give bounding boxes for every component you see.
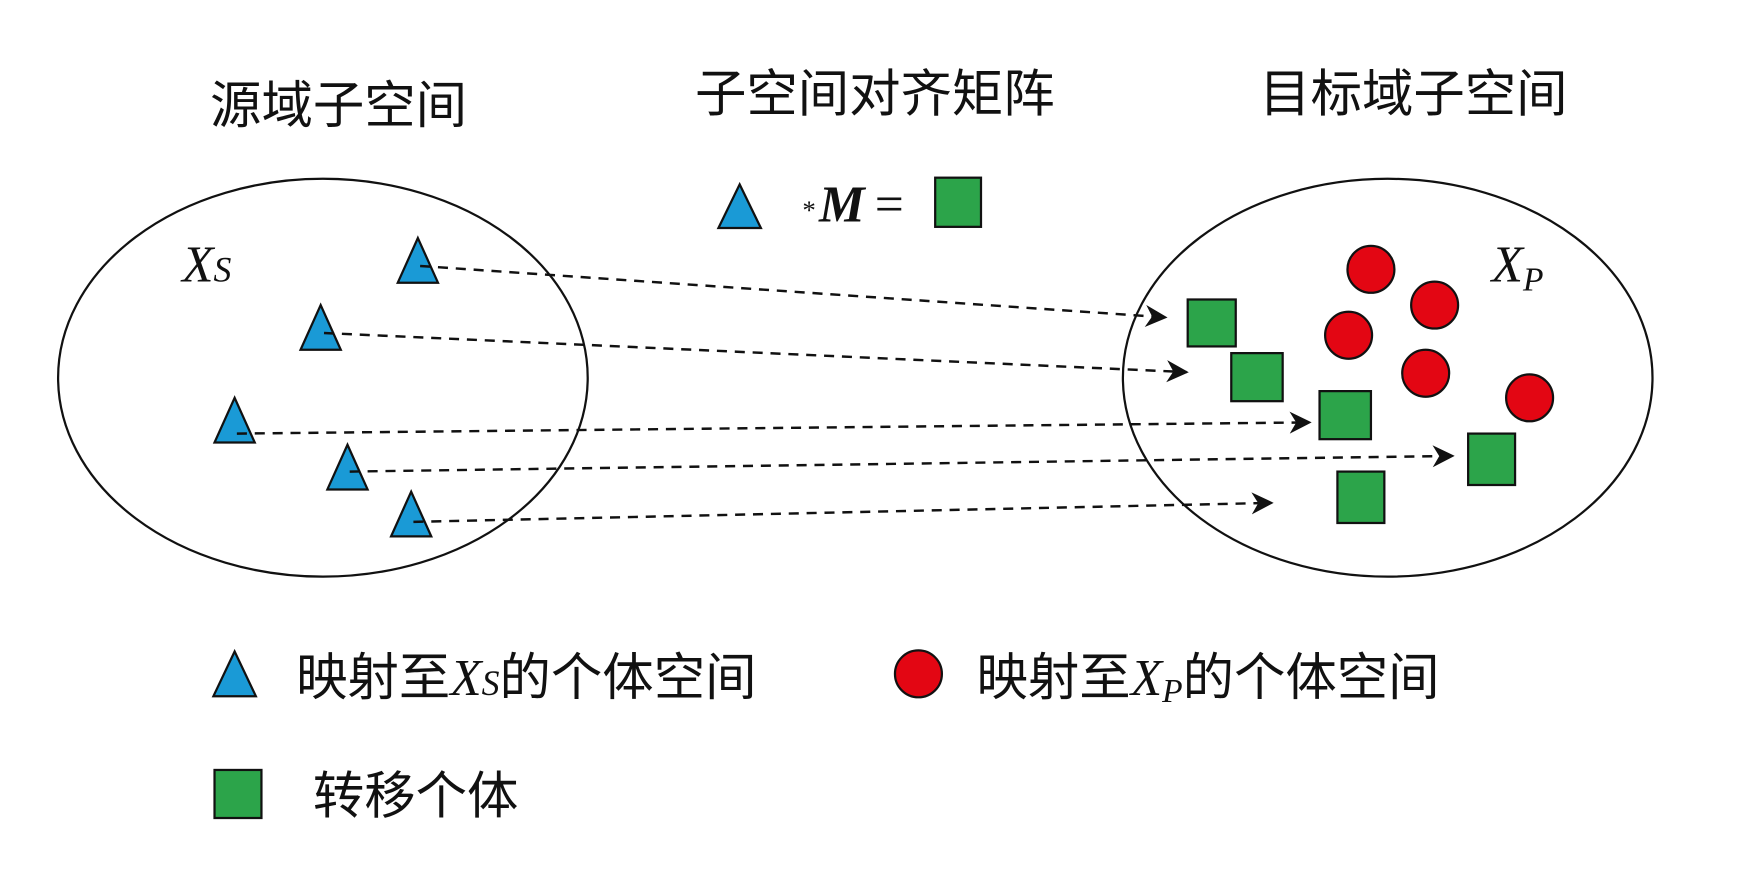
mapping-arrows	[236, 264, 1455, 524]
legend-triangle-label: 映射至XS的个体空间	[296, 648, 756, 708]
legend-circle-label: 映射至XP的个体空间	[977, 648, 1440, 710]
legend-square-icon	[213, 768, 263, 820]
legend-square-label: 转移个体	[313, 767, 519, 827]
target-subspace-ellipse	[1121, 177, 1654, 578]
transferred-square	[1318, 390, 1373, 441]
alignment-matrix-title: 子空间对齐矩阵	[695, 65, 1055, 125]
source-label: XS	[180, 237, 231, 294]
transferred-square	[1336, 470, 1386, 525]
transferred-square	[1186, 298, 1237, 348]
target-circle	[1401, 348, 1451, 398]
source-triangle	[298, 302, 343, 351]
equation-operator: *	[801, 195, 815, 225]
source-individuals	[212, 235, 440, 538]
legend-triangle-icon	[211, 648, 258, 698]
equation-square-icon	[934, 176, 983, 228]
target-circle	[1324, 310, 1374, 360]
equation-matrix: M	[818, 176, 867, 233]
source-triangle	[212, 395, 257, 444]
source-triangle	[389, 488, 434, 538]
target-label: XP	[1490, 237, 1544, 299]
target-circle	[1410, 280, 1460, 330]
source-subspace-title: 源域子空间	[210, 76, 467, 136]
transferred-individuals	[1186, 298, 1517, 525]
mapping-arrow	[349, 445, 1455, 473]
target-subspace-title: 目标域子空间	[1259, 65, 1567, 125]
mapping-arrow	[236, 411, 1312, 435]
source-subspace-ellipse	[56, 177, 589, 578]
source-triangle	[396, 235, 440, 284]
target-circle	[1505, 373, 1555, 423]
legend-circle-icon	[893, 649, 944, 699]
target-circle	[1346, 244, 1396, 294]
mapping-arrow	[413, 492, 1274, 524]
transferred-square	[1467, 432, 1517, 487]
target-individuals	[1324, 244, 1555, 423]
equation-equals: =	[872, 176, 907, 233]
source-triangle	[325, 442, 370, 491]
equation-triangle-icon	[716, 181, 763, 230]
mapping-arrow	[420, 264, 1168, 328]
transferred-square	[1230, 352, 1284, 403]
mapping-arrow	[323, 331, 1189, 383]
